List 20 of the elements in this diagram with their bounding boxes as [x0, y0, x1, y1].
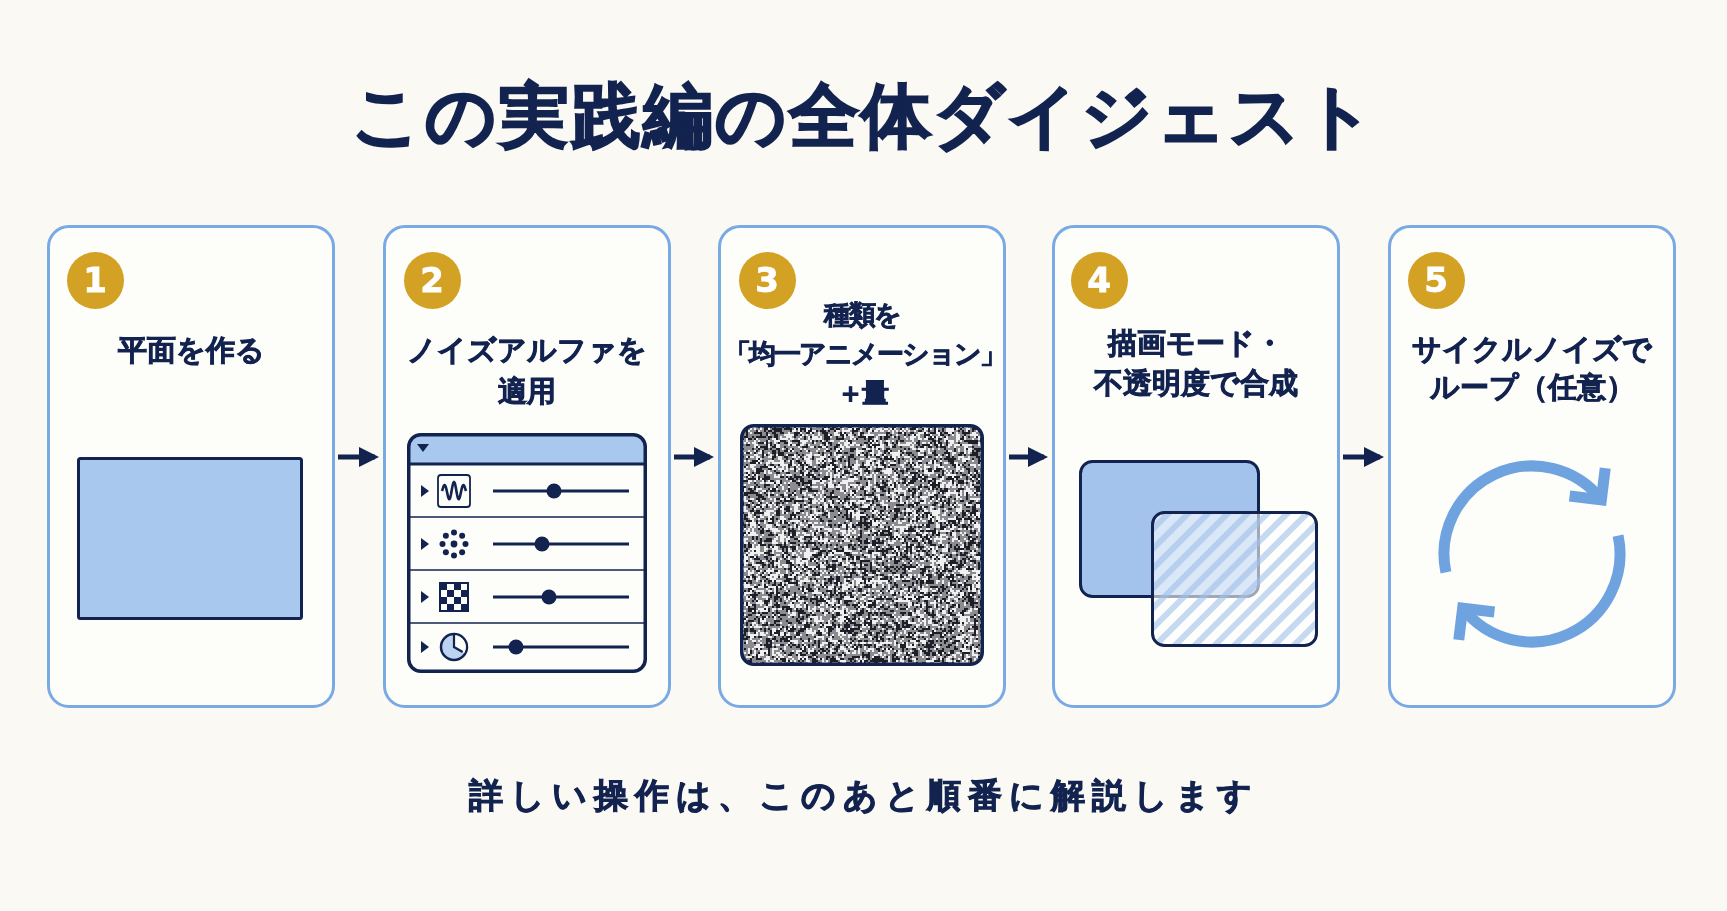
arrow	[674, 447, 714, 467]
step-card	[47, 225, 335, 708]
title: この実践編の全体ダイジェスト	[350, 74, 1377, 158]
number-badge: 4	[1070, 251, 1128, 309]
step-title: サイクルノイズでループ（任意）	[1411, 330, 1653, 406]
step-card	[1052, 225, 1340, 708]
step-card	[1388, 225, 1676, 708]
arrow	[1343, 447, 1384, 467]
number-badge: 2	[403, 251, 461, 309]
arrow	[1009, 447, 1048, 467]
arrow	[338, 447, 379, 467]
step-card	[718, 225, 1006, 708]
number-badge: 3	[738, 251, 796, 309]
step-title: ノイズアルファを適用	[406, 331, 648, 410]
step-card	[383, 225, 671, 708]
step-title: 平面を作る	[117, 331, 265, 369]
number-badge: 1	[66, 251, 124, 309]
number-badge: 5	[1407, 251, 1465, 309]
caption: 詳しい操作は、このあと順番に解説します	[468, 774, 1259, 817]
step-title: 描画モード・不透明度で合成	[1092, 324, 1299, 402]
